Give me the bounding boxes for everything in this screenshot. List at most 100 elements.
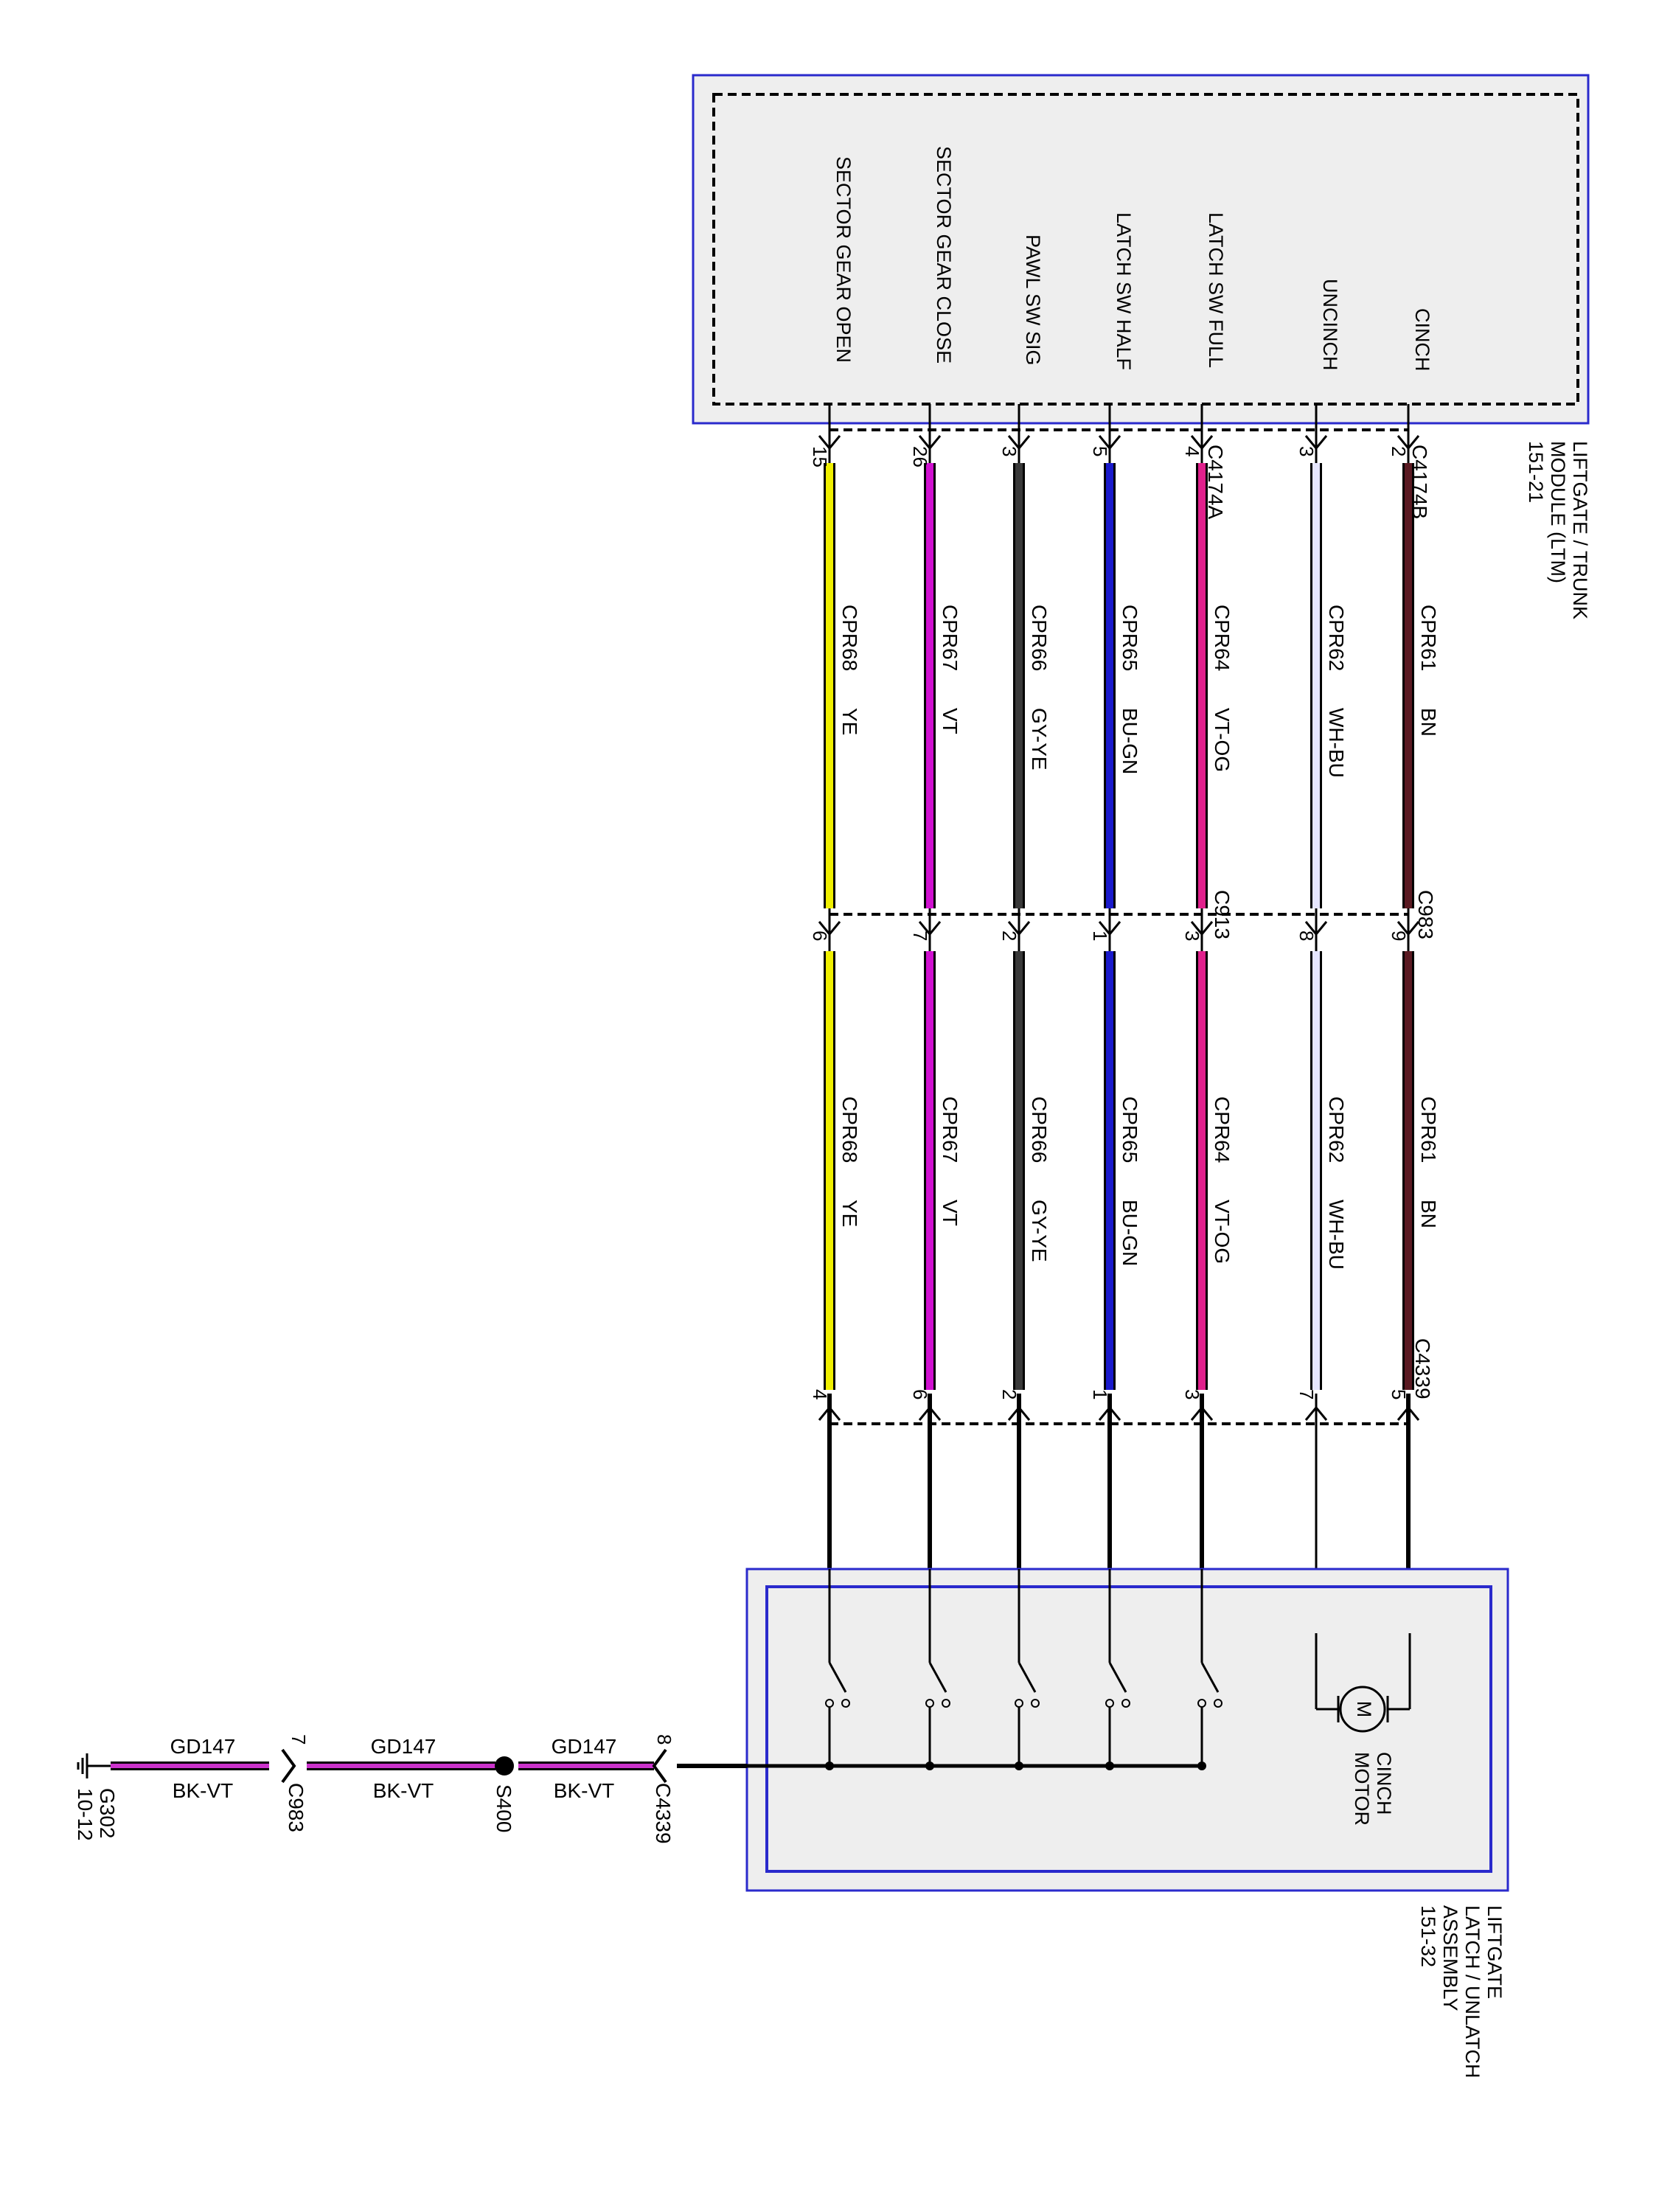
cpr62-ltm-pin: 3 <box>1295 446 1318 456</box>
cpr68-circuit-label-1: CPR68 <box>838 605 861 671</box>
ltm-signal-cpr61: CINCH <box>1411 308 1433 372</box>
motor-symbol: M <box>1353 1701 1375 1718</box>
cpr65-circuit-label-1: CPR65 <box>1119 605 1141 671</box>
cpr65-switch-contact-b <box>1121 1699 1130 1708</box>
latch-assembly <box>745 1568 1509 1892</box>
c4174b-label: C4174B <box>1408 445 1431 519</box>
cpr67-color-label-2: VT <box>939 1200 961 1226</box>
assembly-inner-frame <box>765 1585 1492 1873</box>
cpr62-latch-connector-icon <box>1304 1405 1328 1421</box>
cpr68-color-label-2: YE <box>838 1200 861 1227</box>
c983-pin-7: 7 <box>288 1734 310 1745</box>
ltm-signal-cpr67: SECTOR GEAR CLOSE <box>933 146 955 364</box>
motor-icon <box>1339 1686 1386 1733</box>
cpr65-circuit-label-2: CPR65 <box>1119 1096 1141 1163</box>
cpr65-mid-connector-icon <box>1098 921 1121 936</box>
cpr65-switch-arm <box>1108 1662 1127 1693</box>
cpr68-switch-arm <box>828 1662 847 1693</box>
gd147-color-1: BK-VT <box>173 1779 233 1802</box>
cpr66-ltm-pin: 3 <box>998 446 1020 456</box>
cpr67-mid-pin: 7 <box>909 931 931 941</box>
cpr67-latch-connector-icon <box>918 1405 942 1421</box>
ltm-module <box>692 74 1590 425</box>
cpr64-mid-pin: 3 <box>1181 931 1203 941</box>
gd147-label-1: GD147 <box>170 1735 236 1758</box>
cpr66-latch-pin: 2 <box>998 1389 1020 1399</box>
assembly-outer-frame <box>745 1568 1509 1892</box>
cpr65-latch-pin: 1 <box>1089 1389 1111 1399</box>
cpr67-circuit-label-2: CPR67 <box>939 1096 961 1163</box>
gd147-label-2: GD147 <box>371 1735 437 1758</box>
c4339-label: C4339 <box>652 1783 675 1844</box>
cpr65-ltm-pin: 5 <box>1089 446 1111 456</box>
cpr64-ltm-pin: 4 <box>1181 446 1203 456</box>
c4339-connector-icon <box>652 1748 667 1784</box>
cpr65-latch-connector-icon <box>1098 1405 1121 1421</box>
c4174a-label: C4174A <box>1204 445 1227 520</box>
cpr64-switch-contact-b <box>1214 1699 1222 1708</box>
cpr68-mid-pin: 6 <box>809 931 831 941</box>
cpr61-mid-connector-icon <box>1397 921 1420 936</box>
cpr67-circuit-label-1: CPR67 <box>939 605 961 671</box>
assembly-title-1: LIFTGATE <box>1484 1905 1506 1999</box>
c4339-top-label: C4339 <box>1411 1338 1434 1399</box>
motor-label-1: CINCH <box>1373 1752 1395 1815</box>
cpr62-color-label-2: WH-BU <box>1325 1200 1348 1270</box>
cpr61-circuit-label-1: CPR61 <box>1417 605 1440 671</box>
cpr62-mid-pin: 8 <box>1295 931 1318 941</box>
assembly-title: LIFTGATELATCH / UNLATCHASSEMBLY151-32 <box>1417 1905 1506 2079</box>
cpr65-mid-pin: 1 <box>1089 931 1111 941</box>
cpr61-color-label-2: BN <box>1417 1200 1440 1228</box>
cpr64-circuit-label-1: CPR64 <box>1211 605 1234 671</box>
cpr67-latch-pin: 6 <box>909 1389 931 1399</box>
cpr66-circuit-label-1: CPR66 <box>1028 605 1051 671</box>
cpr62-color-label-1: WH-BU <box>1325 708 1348 778</box>
cpr64-color-label-2: VT-OG <box>1211 1200 1234 1264</box>
cpr61-color-label-1: BN <box>1417 708 1440 737</box>
ltm-inner-dashed <box>712 93 1579 406</box>
ltm-signal-cpr65: LATCH SW HALF <box>1113 212 1135 370</box>
cpr62-circuit-label-1: CPR62 <box>1325 605 1348 671</box>
ltm-signal-cpr64: LATCH SW FULL <box>1205 212 1227 368</box>
cpr66-circuit-label-2: CPR66 <box>1028 1096 1051 1163</box>
cpr68-mid-connector-icon <box>818 921 841 936</box>
cpr67-mid-connector-icon <box>918 921 942 936</box>
cpr66-ltm-connector-icon <box>1007 435 1031 451</box>
ltm-signal-cpr66: PAWL SW SIG <box>1022 234 1044 366</box>
motor-label: CINCHMOTOR <box>1351 1752 1395 1826</box>
cpr61-ltm-pin: 2 <box>1388 446 1410 456</box>
cpr68-latch-pin: 4 <box>809 1389 831 1399</box>
cpr68-circuit-label-2: CPR68 <box>838 1096 861 1163</box>
assembly-title-2: LATCH / UNLATCH <box>1461 1905 1484 2079</box>
cpr67-switch-contact-a <box>925 1699 934 1708</box>
c4339-pin-8: 8 <box>653 1734 675 1745</box>
ground-circuit: GD147 BK-VT GD147 BK-VT GD147 BK-VT 8 C4… <box>74 1734 747 1844</box>
ltm-page-ref: 151-21 <box>1525 441 1547 503</box>
ltm-outer-frame <box>692 74 1590 425</box>
cpr66-color-label-2: GY-YE <box>1028 1200 1051 1262</box>
g302-label: G302 <box>96 1788 119 1839</box>
cpr66-switch-contact-a <box>1015 1699 1023 1708</box>
c983-ground-label: C983 <box>285 1783 307 1832</box>
gd147-color-3: BK-VT <box>554 1779 614 1802</box>
cpr66-switch-contact-b <box>1031 1699 1040 1708</box>
ltm-signal-cpr68: SECTOR GEAR OPEN <box>832 156 855 363</box>
cpr67-color-label-1: VT <box>939 708 961 734</box>
cpr62-circuit-label-2: CPR62 <box>1325 1096 1348 1163</box>
cpr64-circuit-label-2: CPR64 <box>1211 1096 1234 1163</box>
cpr61-latch-pin: 5 <box>1388 1389 1410 1399</box>
gd147-label-3: GD147 <box>552 1735 617 1758</box>
wire-group: 295CPR61BNCPR61BNCINCH387CPR62WH-BUCPR62… <box>809 146 1440 1569</box>
cpr67-ltm-pin: 26 <box>909 446 931 467</box>
cpr62-latch-pin: 7 <box>1295 1389 1318 1399</box>
cpr61-ltm-connector-icon <box>1397 435 1420 451</box>
c983-label: C983 <box>1414 890 1437 939</box>
ltm-title-2: MODULE (LTM) <box>1547 441 1569 583</box>
ltm-title: LIFTGATE / TRUNKMODULE (LTM)151-21 <box>1525 441 1591 619</box>
cpr66-latch-connector-icon <box>1007 1405 1031 1421</box>
g302-ref: 10-12 <box>74 1788 97 1841</box>
s400-label: S400 <box>493 1784 515 1832</box>
assembly-title-3: ASSEMBLY <box>1439 1905 1461 2011</box>
cpr66-mid-connector-icon <box>1007 921 1031 936</box>
